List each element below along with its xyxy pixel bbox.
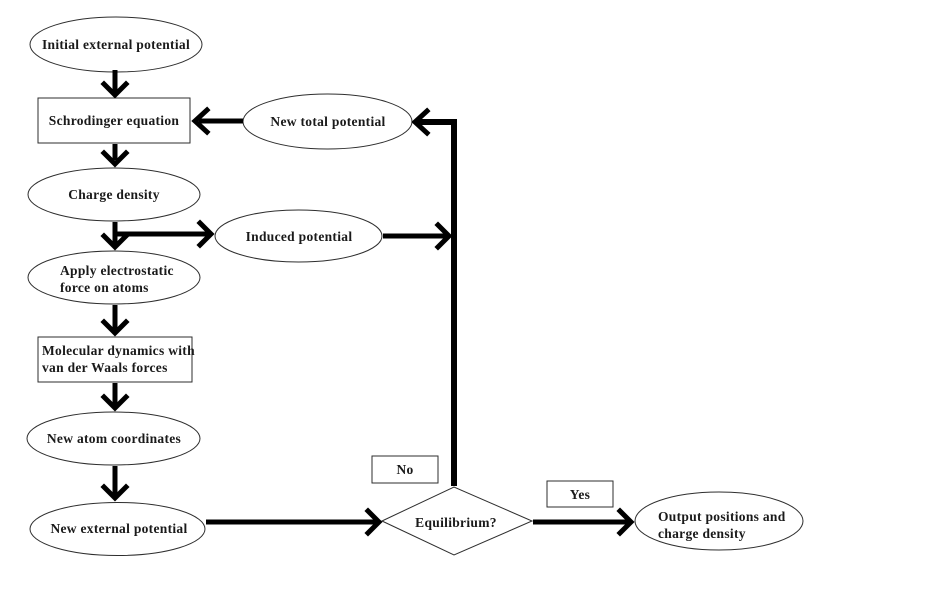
apply-electrostatic-force-label-line1: Apply electrostatic <box>60 263 174 278</box>
arrow-coordinates-to-external-potential <box>100 466 130 502</box>
node-new-atom-coordinates: New atom coordinates <box>26 411 201 466</box>
equilibrium-label: Equilibrium? <box>415 515 497 530</box>
charge-density-label: Charge density <box>68 187 160 202</box>
arrow-total-potential-to-schrodinger <box>191 106 243 136</box>
node-schrodinger-equation: Schrodinger equation <box>37 97 191 144</box>
node-molecular-dynamics: Molecular dynamics with van der Waals fo… <box>37 336 195 383</box>
charge-density-ellipse <box>27 167 201 222</box>
arrow-no-loop-to-total-potential <box>411 107 457 486</box>
node-initial-external-potential: Initial external potential <box>29 16 203 73</box>
apply-electrostatic-force-label-line2: force on atoms <box>60 280 149 295</box>
arrow-induced-to-loop-line <box>383 221 453 251</box>
arrow-external-potential-to-equilibrium <box>206 507 383 537</box>
edge-label-no: No <box>371 455 439 484</box>
node-induced-potential: Induced potential <box>214 209 383 263</box>
new-total-potential-label: New total potential <box>270 114 385 129</box>
no-label: No <box>396 462 413 477</box>
initial-external-potential-label: Initial external potential <box>42 37 190 52</box>
output-positions-ellipse <box>634 491 804 551</box>
arrow-schrodinger-to-charge <box>100 144 130 168</box>
molecular-dynamics-rect <box>37 336 193 383</box>
edge-label-yes: Yes <box>546 480 614 508</box>
new-atom-coordinates-label: New atom coordinates <box>47 431 181 446</box>
arrow-equilibrium-to-output <box>533 507 635 537</box>
schrodinger-equation-rect <box>37 97 191 144</box>
schrodinger-equation-label: Schrodinger equation <box>49 113 180 128</box>
arrow-initial-to-schrodinger <box>100 70 130 99</box>
node-new-external-potential: New external potential <box>29 502 206 556</box>
node-new-total-potential: New total potential <box>242 93 413 150</box>
new-external-potential-ellipse <box>29 502 206 556</box>
node-charge-density: Charge density <box>27 167 201 222</box>
new-atom-coordinates-ellipse <box>26 411 201 466</box>
output-positions-label-line2: charge density <box>658 526 746 541</box>
arrow-apply-to-molecular-dynamics <box>100 305 130 337</box>
molecular-dynamics-label-line2: van der Waals forces <box>42 360 168 375</box>
node-equilibrium-decision: Equilibrium? <box>380 486 534 556</box>
induced-potential-label: Induced potential <box>246 229 353 244</box>
arrow-molecular-dynamics-to-coordinates <box>100 383 130 412</box>
node-output-positions: Output positions and charge density <box>634 491 804 551</box>
new-external-potential-label: New external potential <box>50 521 187 536</box>
induced-potential-ellipse <box>214 209 383 263</box>
no-label-rect <box>371 455 439 484</box>
node-apply-electrostatic-force: Apply electrostatic force on atoms <box>27 250 201 305</box>
output-positions-label-line1: Output positions and <box>658 509 786 524</box>
yes-label-rect <box>546 480 614 508</box>
arrow-charge-branch-to-induced <box>113 219 215 249</box>
equilibrium-diamond <box>380 486 534 556</box>
molecular-dynamics-label-line1: Molecular dynamics with <box>42 343 195 358</box>
apply-electrostatic-force-ellipse <box>27 250 201 305</box>
yes-label: Yes <box>570 487 590 502</box>
